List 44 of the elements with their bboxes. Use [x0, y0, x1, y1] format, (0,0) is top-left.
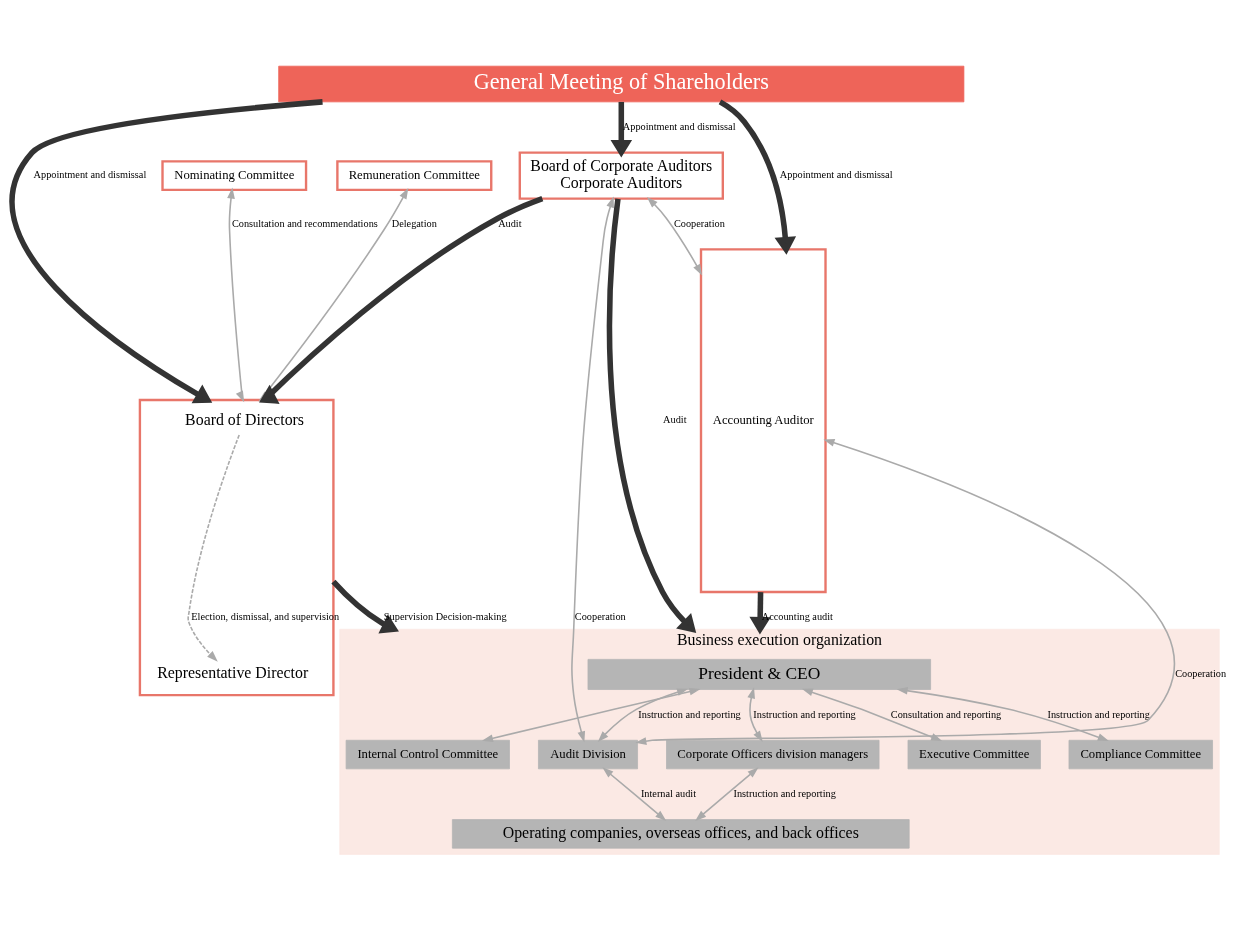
arrow: [695, 766, 759, 821]
arrow: [749, 591, 771, 635]
edge-label: Instruction and reporting: [733, 787, 836, 799]
arrow: [571, 195, 614, 742]
arrow: [747, 686, 763, 742]
arrow: [610, 101, 633, 158]
arrow: [602, 766, 667, 821]
node-box: Executive Committee: [907, 739, 1041, 769]
node-box: Compliance Committee: [1068, 739, 1213, 769]
node-box: General Meeting of Shareholders: [278, 65, 965, 102]
node-box: Remuneration Committee: [336, 159, 493, 191]
arrow: [187, 433, 240, 662]
edge-label: Consultation and reporting: [890, 708, 1002, 720]
edge-label: Cooperation: [574, 610, 626, 622]
arrow: [801, 688, 943, 741]
edge-label: Audit: [498, 217, 522, 229]
edge-label: Appointment and dismissal: [779, 168, 893, 180]
edge-label: Instruction and reporting: [1047, 708, 1150, 720]
arrow: [646, 196, 703, 275]
edge-label: Consultation and recommendations: [231, 217, 378, 229]
node-box: Operating companies, overseas offices, and back offices: [452, 818, 910, 849]
arrow: [896, 686, 1109, 741]
arrow: [635, 438, 1176, 745]
edge-label: Appointment and dismissal: [33, 168, 147, 180]
arrow: [718, 98, 797, 255]
node-box: President & CEO: [587, 658, 931, 690]
edge-label: Cooperation: [1175, 667, 1227, 679]
arrow: [227, 187, 245, 402]
arrow: [331, 579, 399, 634]
edge-label: Instruction and reporting: [753, 708, 856, 720]
edge-label: Audit: [663, 413, 687, 425]
edge-label: Cooperation: [673, 217, 725, 229]
node-box: Accounting Auditor: [699, 247, 827, 593]
node-box: Nominating Committee: [161, 159, 308, 191]
edge-label: Internal audit: [640, 787, 697, 799]
node-text: Board of Directors: [185, 410, 305, 428]
edge-label: Delegation: [391, 217, 437, 229]
node-box: Audit Division: [538, 739, 638, 769]
node-text: Representative Director: [157, 663, 309, 681]
node-box: Corporate Officers division managers: [666, 739, 880, 769]
node-box: Internal Control Committee: [345, 739, 510, 769]
arrow: [606, 197, 697, 633]
edge-label: Instruction and reporting: [638, 708, 741, 720]
node-box: Board of Corporate Auditors Corporate Auditors: [518, 150, 724, 200]
